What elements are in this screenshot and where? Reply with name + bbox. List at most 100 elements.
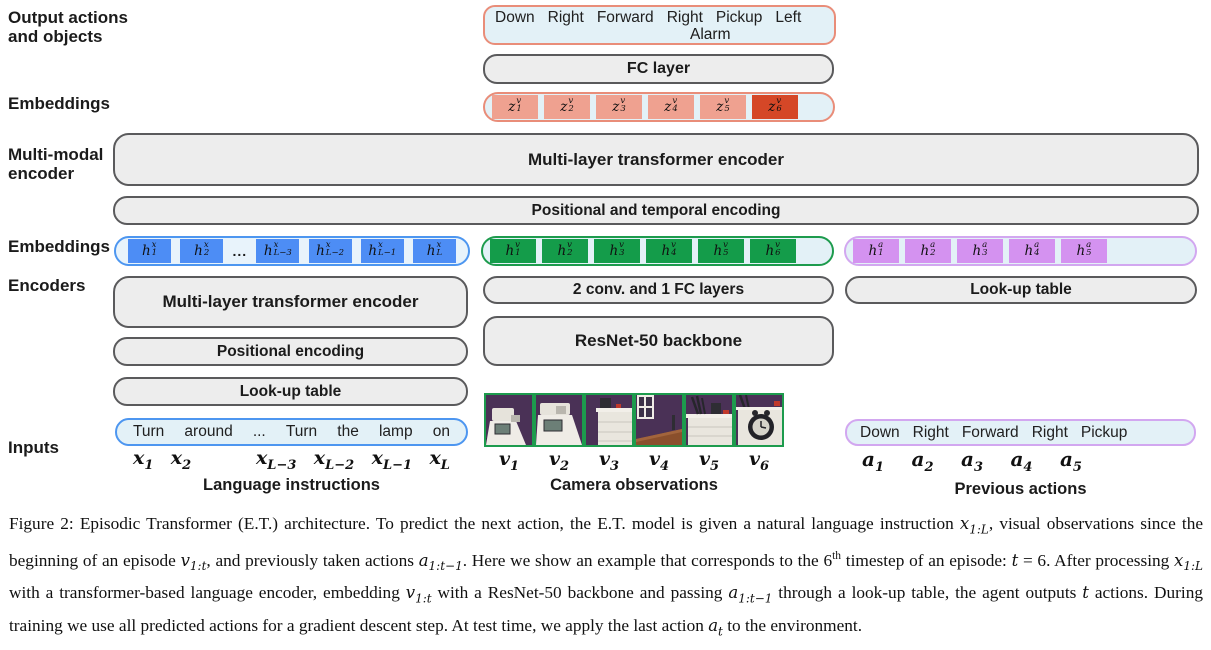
word: Down	[860, 423, 900, 441]
camera-frame-4	[634, 393, 684, 447]
caption-segment: t	[718, 623, 723, 638]
label-inputs: Inputs	[8, 438, 59, 457]
word: Pickup	[1080, 423, 1128, 441]
caption-segment: = 6. After processing	[1018, 551, 1175, 571]
camera-frame-5	[684, 393, 734, 447]
visual-encoder-box: 2 conv. and 1 FC layers	[483, 276, 834, 304]
label-multimodal-encoder: Multi-modal encoder	[8, 145, 103, 183]
var-x-L−3: xL−3	[255, 447, 297, 473]
caption-segment: with a ResNet-50 backbone and passing	[431, 583, 729, 603]
var-a-2: a2	[911, 447, 934, 475]
label-output-actions-line2: and objects	[8, 27, 103, 46]
var-v-6: v6	[748, 448, 770, 474]
camera-frame-2	[534, 393, 584, 447]
camera-observations-strip	[484, 393, 784, 447]
spacer	[209, 447, 239, 473]
label-multimodal-line1: Multi-modal	[8, 145, 104, 164]
word: ...	[252, 423, 266, 440]
var-a-5: a5	[1059, 447, 1082, 475]
camera-frame-6	[734, 393, 784, 447]
caption-segment: th	[832, 550, 842, 563]
caption-segment: 1:t−1	[428, 559, 463, 574]
caption-segment: v	[405, 583, 416, 603]
camera-frame-1	[484, 393, 534, 447]
caption-segment: 1:L	[1183, 559, 1203, 574]
word: Down	[495, 8, 535, 26]
output-actions-line2: Alarm	[690, 25, 731, 43]
resnet-backbone-box: ResNet-50 backbone	[483, 316, 834, 366]
word: Forward	[596, 8, 654, 26]
caption-segment: a	[708, 615, 719, 635]
fc-layer-box: FC layer	[483, 54, 834, 84]
caption-segment: a	[728, 583, 739, 603]
var-x-L: xL	[429, 447, 450, 473]
positional-encoding-box: Positional encoding	[113, 337, 468, 366]
var-x-L−1: xL−1	[371, 447, 413, 473]
caption-segment: , visual observations since the beginnin…	[9, 514, 1204, 571]
var-v-1: v1	[498, 448, 520, 474]
caption-segment: x	[959, 514, 970, 533]
word: Right	[1031, 423, 1068, 441]
word: the	[337, 423, 359, 440]
var-x-L−2: xL−2	[313, 447, 355, 473]
label-output-actions: Output actions and objects	[8, 8, 128, 46]
caption-segment: x	[1174, 551, 1184, 571]
var-v-4: v4	[648, 448, 670, 474]
word: lamp	[378, 423, 413, 440]
caption-segment: a	[418, 551, 429, 571]
multimodal-encoder-box: Multi-layer transformer encoder	[113, 133, 1199, 186]
caption-segment: timestep of an episode:	[841, 551, 1012, 571]
label-embeddings-mid: Embeddings	[8, 237, 111, 256]
caption-segment: , and previously taken actions	[206, 551, 419, 571]
caption-segment: t	[1082, 583, 1089, 603]
caption-segment: through a look-up table, the agent outpu…	[772, 583, 1083, 603]
label-multimodal-line2: encoder	[8, 164, 75, 183]
caption-segment: to the environment.	[722, 615, 863, 635]
camera-frame-3	[584, 393, 634, 447]
language-encoder-box: Multi-layer transformer encoder	[113, 276, 468, 328]
caption-segment: Figure 2: Episodic Transformer (E.T.) ar…	[9, 514, 960, 533]
word: Right	[912, 423, 949, 441]
caption-segment: v	[180, 551, 190, 571]
var-v-5: v5	[698, 448, 720, 474]
caption-segment: 1:t−1	[738, 591, 773, 606]
var-v-3: v3	[598, 448, 620, 474]
camera-observations-label: Camera observations	[550, 476, 718, 494]
var-a-1: a1	[862, 447, 885, 475]
var-x-1: x1	[133, 447, 154, 473]
label-encoders: Encoders	[8, 276, 86, 295]
caption-segment: actions. During training we use all pred…	[9, 583, 1203, 635]
word: Left	[775, 8, 802, 26]
language-instructions-label: Language instructions	[203, 476, 380, 494]
word: around	[184, 423, 233, 440]
ellipsis: ...	[232, 243, 248, 259]
